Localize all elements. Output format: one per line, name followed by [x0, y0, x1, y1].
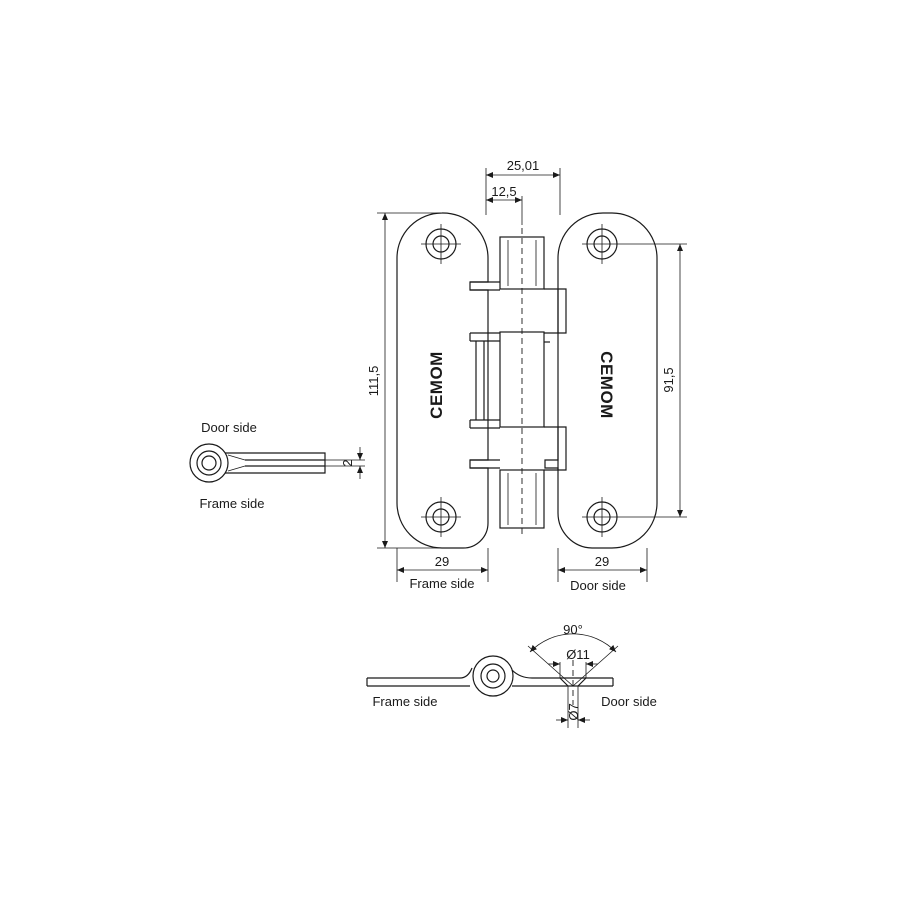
dimension-pin-offset: 12,5 [486, 184, 523, 225]
svg-text:111,5: 111,5 [366, 366, 381, 397]
dimension-height-total: 111,5 [366, 212, 440, 549]
svg-text:91,5: 91,5 [661, 367, 676, 392]
bottom-view-frame-label: Frame side [372, 694, 437, 709]
svg-text:12,5: 12,5 [491, 184, 516, 199]
svg-text:Frame side: Frame side [409, 576, 474, 591]
door-leaf [544, 212, 658, 549]
outer-diameter-dim: Ø11 [566, 647, 590, 662]
brand-logo-frame: CEMOM [427, 351, 446, 419]
screw-hole-tr [582, 224, 622, 264]
side-view-door-label: Door side [201, 420, 257, 435]
dimension-frame-leaf: 29 Frame side [396, 548, 489, 591]
frame-leaf [396, 212, 489, 549]
side-view-frame-label: Frame side [199, 496, 264, 511]
angle-dim: 90° [563, 622, 583, 637]
thickness-dim: 2 [340, 459, 355, 466]
dimension-hole-pitch: 91,5 [622, 243, 687, 518]
brand-logo-door: CEMOM [597, 351, 616, 419]
dimension-door-leaf: 29 Door side [557, 548, 648, 593]
front-view: CEMOM CEMOM [396, 212, 658, 549]
bottom-view-door-label: Door side [601, 694, 657, 709]
side-view: Door side Frame side 2 [189, 420, 365, 511]
dimension-width-total: 25,01 [485, 158, 561, 215]
svg-text:29: 29 [435, 554, 449, 569]
svg-text:25,01: 25,01 [507, 158, 540, 173]
bottom-view: 90° Ø11 Ø7 Frame side Door side [366, 622, 657, 728]
inner-diameter-dim: Ø7 [566, 703, 581, 720]
screw-hole-br [582, 497, 622, 537]
screw-hole-tl [421, 224, 461, 264]
screw-hole-bl [421, 497, 461, 537]
svg-text:Door side: Door side [570, 578, 626, 593]
svg-text:29: 29 [595, 554, 609, 569]
